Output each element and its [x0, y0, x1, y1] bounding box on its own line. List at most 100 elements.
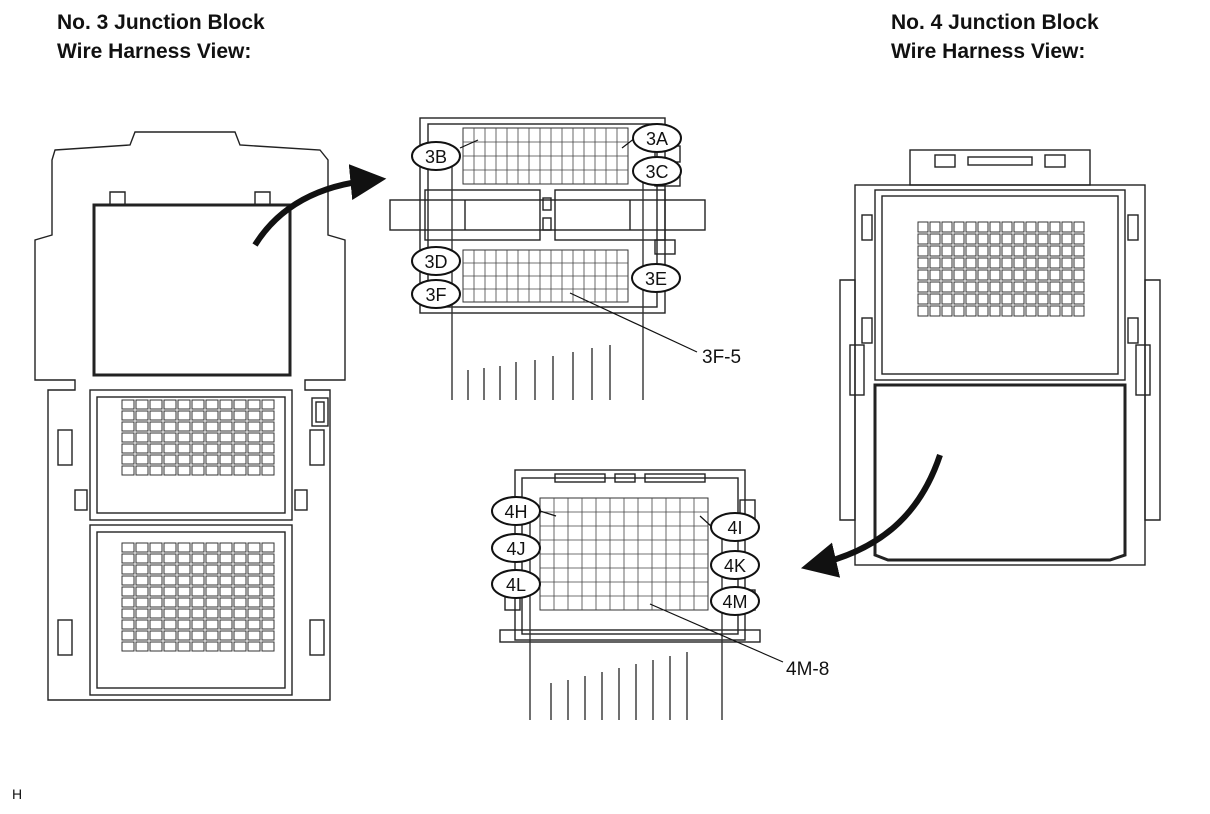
- connector-label-3a: 3A: [621, 123, 682, 153]
- pin-cell: [149, 410, 163, 421]
- pin-cell: [191, 421, 205, 432]
- pin-cell: [941, 269, 953, 281]
- pin-cell: [1061, 257, 1073, 269]
- pin-cell: [191, 432, 205, 443]
- pin-cell: [191, 410, 205, 421]
- no4-body-pin-grid: [917, 221, 1085, 317]
- connector-label-4l: 4L: [491, 569, 541, 599]
- pin-cell: [1037, 257, 1049, 269]
- pin-cell: [917, 245, 929, 257]
- pin-cell: [191, 443, 205, 454]
- pin-cell: [163, 586, 177, 597]
- pin-cell: [205, 465, 219, 476]
- no4-junction-block-title: No. 4 Junction Block Wire Harness View:: [891, 8, 1099, 66]
- pin-cell: [149, 443, 163, 454]
- connector-label-4k: 4K: [710, 550, 760, 580]
- pin-cell: [1037, 221, 1049, 233]
- pin-cell: [135, 597, 149, 608]
- pin-cell: [1061, 221, 1073, 233]
- pin-cell: [1025, 221, 1037, 233]
- pin-cell: [163, 553, 177, 564]
- no4-view-arrow: [800, 454, 943, 578]
- pin-cell: [233, 421, 247, 432]
- pin-callout-4m-8: 4M-8: [649, 603, 829, 680]
- pin-cell: [261, 421, 275, 432]
- connector-label-4i-text: 4I: [727, 518, 742, 538]
- pin-cell: [135, 410, 149, 421]
- pin-cell: [121, 586, 135, 597]
- pin-cell: [121, 421, 135, 432]
- pin-cell: [135, 432, 149, 443]
- pin-cell: [953, 293, 965, 305]
- pin-cell: [929, 257, 941, 269]
- pin-cell: [191, 586, 205, 597]
- connector-label-4j-text: 4J: [506, 539, 525, 559]
- pin-cell: [177, 465, 191, 476]
- pin-cell: [247, 421, 261, 432]
- connector-label-3c-text: 3C: [645, 162, 668, 182]
- pin-cell: [205, 608, 219, 619]
- pin-cell: [233, 575, 247, 586]
- pin-cell: [135, 608, 149, 619]
- pin-cell: [929, 245, 941, 257]
- pin-cell: [247, 432, 261, 443]
- pin-cell: [149, 597, 163, 608]
- pin-cell: [261, 542, 275, 553]
- pin-cell: [247, 641, 261, 652]
- pin-cell: [1013, 233, 1025, 245]
- pin-cell: [1025, 281, 1037, 293]
- pin-cell: [989, 221, 1001, 233]
- pin-cell: [1001, 269, 1013, 281]
- pin-cell: [953, 221, 965, 233]
- pin-cell: [1049, 269, 1061, 281]
- pin-cell: [205, 641, 219, 652]
- pin-cell: [149, 421, 163, 432]
- pin-cell: [121, 564, 135, 575]
- pin-cell: [1013, 221, 1025, 233]
- pin-cell: [163, 542, 177, 553]
- pin-cell: [205, 443, 219, 454]
- pin-cell: [135, 553, 149, 564]
- pin-cell: [1013, 293, 1025, 305]
- connector-label-4l-text: 4L: [506, 575, 526, 595]
- pin-cell: [205, 421, 219, 432]
- pin-cell: [149, 564, 163, 575]
- pin-cell: [917, 281, 929, 293]
- pin-cell: [191, 630, 205, 641]
- pin-cell: [1001, 257, 1013, 269]
- pin-callout-3f-5-text: 3F-5: [702, 347, 741, 368]
- pin-cell: [953, 257, 965, 269]
- pin-cell: [163, 454, 177, 465]
- pin-cell: [965, 281, 977, 293]
- pin-cell: [177, 454, 191, 465]
- pin-cell: [1001, 221, 1013, 233]
- pin-cell: [177, 619, 191, 630]
- connector-label-3d-text: 3D: [424, 252, 447, 272]
- pin-cell: [965, 221, 977, 233]
- pin-cell: [135, 619, 149, 630]
- no3-wire-harness: [451, 160, 644, 400]
- pin-cell: [1049, 293, 1061, 305]
- pin-cell: [121, 619, 135, 630]
- pin-cell: [205, 586, 219, 597]
- pin-cell: [233, 630, 247, 641]
- pin-cell: [941, 293, 953, 305]
- pin-cell: [965, 305, 977, 317]
- pin-cell: [261, 410, 275, 421]
- pin-cell: [1049, 305, 1061, 317]
- pin-cell: [233, 586, 247, 597]
- pin-cell: [929, 293, 941, 305]
- pin-cell: [233, 608, 247, 619]
- pin-cell: [121, 597, 135, 608]
- figure-code: H: [12, 786, 23, 802]
- pin-cell: [205, 432, 219, 443]
- pin-cell: [177, 410, 191, 421]
- pin-cell: [977, 305, 989, 317]
- pin-cell: [149, 586, 163, 597]
- pin-cell: [233, 619, 247, 630]
- pin-cell: [177, 608, 191, 619]
- pin-cell: [953, 233, 965, 245]
- connector-label-3e: 3E: [631, 263, 681, 293]
- pin-cell: [1049, 245, 1061, 257]
